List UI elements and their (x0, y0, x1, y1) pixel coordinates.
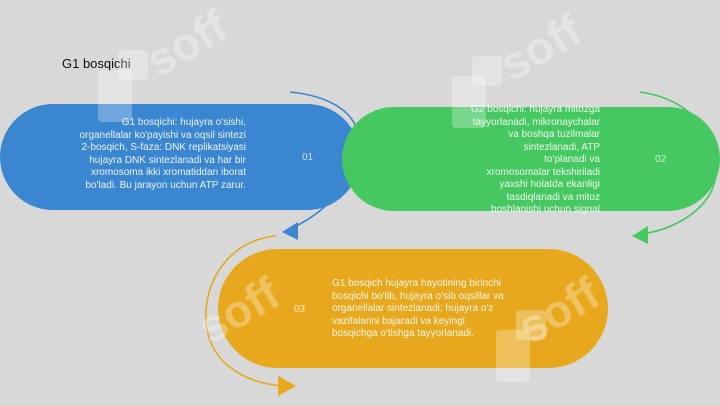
step-2-text: G2 bosqichi: hujayra mitozga tayyorlanad… (471, 104, 600, 215)
step-1-pill (0, 104, 360, 210)
step-3-number: 03 (294, 304, 306, 315)
connector-arrow-3 (278, 376, 296, 396)
step-2-number: 02 (655, 154, 667, 165)
connector-arc-3 (205, 235, 283, 387)
connector-arrow-2 (632, 226, 648, 244)
connector-arc-2 (639, 91, 718, 235)
diagram-title: G1 bosqichi (62, 56, 131, 71)
step-1-text: G1 bosqichi: hujayra o'sishi, organellal… (79, 117, 246, 191)
step-3-text: G1 bosqich hujayra hayotining birinchi b… (332, 278, 504, 339)
connector-arrow-1 (282, 222, 298, 240)
step-2-pill (342, 107, 720, 211)
step-1-number: 01 (302, 152, 314, 163)
step-3-pill (218, 249, 608, 368)
